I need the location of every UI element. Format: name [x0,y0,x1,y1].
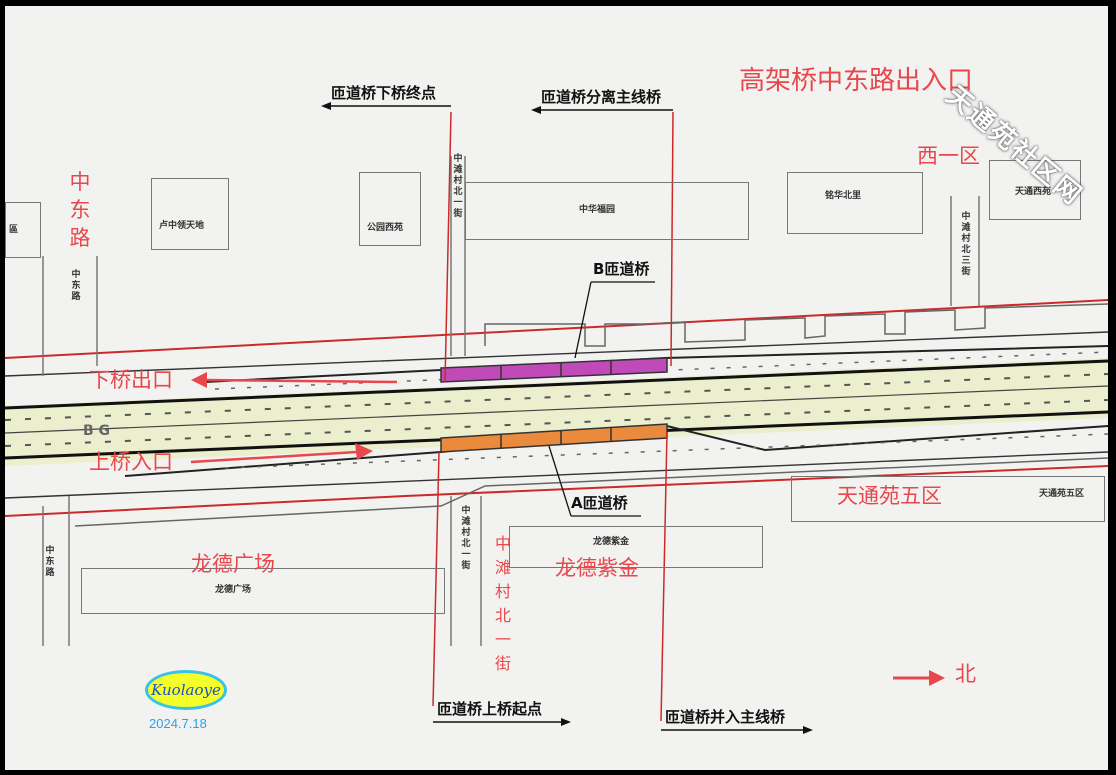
leader-ramp-a [548,445,572,517]
main-bridge-center [5,385,1108,434]
arrowhead-exit-end [321,102,331,110]
callout-ramp-merge: 匝道桥并入主线桥 [665,708,786,726]
kuolaoye-logo: Kuolaoye [145,670,227,710]
label-shang-qiao-rukou: 上桥入口 [89,450,173,474]
label-long-de-guangchang: 龙德广场 [191,552,275,576]
road-edge-north [5,331,1108,377]
ramp-b-deck [440,357,668,383]
logo-text: Kuolaoye [151,681,221,699]
lane-dashes-2 [5,399,1108,447]
arrowhead-merge [803,726,813,734]
road-edge-south [5,451,1108,499]
building-longde-zijin [509,526,763,568]
north-arrow-head [929,670,945,686]
leader-ramp-entry [432,451,440,707]
map-title: 高架桥中东路出入口 [739,66,974,96]
building-tiantong-wuqu [791,476,1105,522]
plan-drawing [5,102,1108,734]
plan-label-beisan: 中滩村北三街 [961,212,971,277]
main-road-fill [5,358,1108,466]
arrowhead-entry [561,718,571,726]
leader-ramp-merge [660,431,668,722]
label-north: 北 [955,662,976,686]
plan-label-tiantong-wuqu: 天通苑五区 [1039,489,1085,499]
logo-date: 2024.7.18 [149,716,207,731]
building-lu-zhong [151,178,229,250]
building-longde-guangchang [81,568,445,614]
parking-bays-north [484,303,1108,347]
plan-label-beiyi-bottom: 中滩村北一街 [461,506,471,571]
plan-label-minghua: 铭华北里 [825,191,862,201]
plan-label-beiyi-top: 中滩村北一街 [453,154,463,219]
plan-label-left-edge: 區 [9,225,19,235]
building-tiantong [989,160,1081,220]
plan-label-zhonghua: 中华福园 [579,205,616,215]
building-minghua [787,172,923,234]
arrowhead-split [531,106,541,114]
entry-arrow-shaft [190,450,358,464]
building-zhonghua [465,182,749,240]
plan-label-lu-zhong: 卢中领天地 [159,221,205,231]
leader-ramp-b [574,281,592,359]
exit-arrow-shaft [202,378,398,384]
site-plan-map: 區 卢中领天地 公园西苑 中华福园 铭华北里 天通西苑 天通苑五区 龙德紫金 龙… [5,6,1108,770]
label-zhong-dong-lu: 中东路 [69,170,91,250]
building-left-edge [5,202,41,258]
entry-arrow-head [355,443,373,460]
main-bridge-edge-1 [5,359,1108,410]
callout-ramp-a: A匝道桥 [571,494,628,512]
label-xia-qiao-chukou: 下桥出口 [89,368,173,392]
plan-label-bg: B G [83,423,111,439]
plan-label-zhongdong-bottom: 中东路 [45,546,55,578]
lane-dashes-1 [5,373,1108,421]
label-zhong-tan-cun-bei-yi-jie: 中滩村北一街 [494,534,511,673]
leader-ramp-exit-end [444,111,452,383]
red-boundary-north [5,299,1108,359]
exit-arrow-head [191,372,207,388]
callout-ramp-split: 匝道桥分离主线桥 [541,88,662,106]
callout-ramp-entry-start: 匝道桥上桥起点 [437,700,543,718]
south-secondary-road [74,457,1108,527]
label-tian-tong-yuan-wu-qu: 天通苑五区 [837,484,942,508]
label-long-de-zijin: 龙德紫金 [555,556,639,580]
plan-label-longde-zijin: 龙德紫金 [593,537,630,547]
plan-label-longde-guangchang: 龙德广场 [215,585,252,595]
plan-label-zhongdong-top: 中东路 [71,270,81,302]
label-xi-yi-qu: 西一区 [917,144,980,168]
plan-label-tiantong: 天通西苑 [1015,187,1052,197]
lane-dashes-4 [224,433,1108,469]
callout-ramp-b: B匝道桥 [593,260,650,278]
building-gongyuan [359,172,421,246]
callout-ramp-exit-end: 匝道桥下桥终点 [331,84,437,102]
plan-label-gongyuan: 公园西苑 [367,223,404,233]
